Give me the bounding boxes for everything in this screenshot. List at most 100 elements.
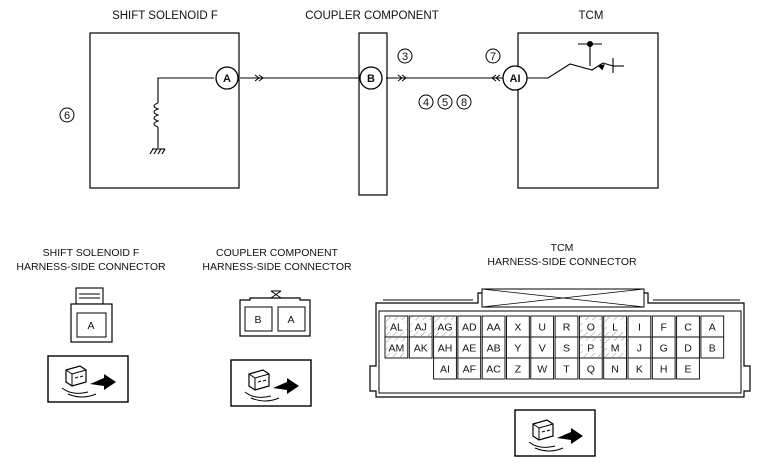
tcm-pin-y: Y (514, 343, 521, 355)
svg-text:B: B (367, 73, 375, 85)
tcm-pin-c: C (684, 322, 692, 334)
tcm-pin-cell (408, 336, 433, 359)
tcm-pin-p: P (587, 343, 594, 355)
tcm-pin-ag: AG (437, 322, 452, 334)
shift-solenoid-title: SHIFT SOLENOID F (112, 10, 218, 22)
terminal-a-top: A (215, 66, 239, 90)
tcm-pin-h: H (660, 364, 668, 376)
coupler-pin-a: A (287, 314, 294, 326)
coupler-component-title: COUPLER COMPONENT (305, 10, 439, 22)
solenoid-connector: A (70, 287, 113, 343)
tcm-pin-ab: AB (487, 343, 501, 355)
tcm-pin-cell (627, 357, 652, 380)
inductor-coil-icon (153, 102, 160, 148)
tcm-pin-cell (530, 357, 555, 380)
coupler-connector-title-1: COUPLER COMPONENT (216, 247, 339, 259)
svg-text:7: 7 (490, 51, 496, 63)
tcm-pin-x: X (514, 322, 521, 334)
coupler-connector-title-2: HARNESS-SIDE CONNECTOR (202, 261, 352, 273)
tcm-pin-q: Q (587, 364, 595, 376)
tcm-pin-cell (700, 336, 725, 359)
transistor-icon (527, 40, 624, 79)
tcm-title: TCM (579, 10, 604, 22)
tcm-pin-z: Z (515, 364, 522, 376)
shift-solenoid-box (89, 32, 240, 189)
tcm-pin-ak: AK (414, 343, 428, 355)
tcm-pin-label-bg (436, 320, 455, 332)
solenoid-connector-title-2: HARNESS-SIDE CONNECTOR (16, 261, 166, 273)
tcm-pin-label-bg (606, 320, 625, 332)
tcm-pin-d: D (684, 343, 692, 355)
terminal-b-top: B (359, 66, 383, 90)
step-6-badge: 6 (59, 107, 75, 123)
svg-text:5: 5 (442, 97, 448, 109)
tcm-pin-j: J (637, 343, 642, 355)
tcm-pin-ae: AE (462, 343, 476, 355)
tcm-pin-aa: AA (487, 322, 501, 334)
tcm-pin-cell (457, 357, 482, 380)
probe-hand-icon (514, 409, 596, 457)
tcm-pin-ac: AC (486, 364, 501, 376)
coupler-pin-b: B (254, 314, 261, 326)
svg-text:8: 8 (461, 97, 467, 109)
tcm-pin-k: K (636, 364, 643, 376)
tcm-pin-ah: AH (438, 343, 453, 355)
solenoid-pin-a: A (87, 320, 94, 332)
wire-solenoid-internal (157, 77, 214, 103)
coupler-connector: B A (239, 290, 311, 337)
tcm-connector-title-2: HARNESS-SIDE CONNECTOR (487, 256, 637, 268)
tcm-connector-title-1: TCM (551, 242, 574, 254)
step-3-badge: 3 (397, 48, 413, 64)
tcm-pin-o: O (587, 322, 595, 334)
probe-hand-icon (47, 355, 129, 403)
tcm-pin-w: W (537, 364, 547, 376)
coupler-block (358, 32, 388, 196)
terminal-ai-top: AI (502, 65, 528, 91)
tcm-pin-aj: AJ (415, 322, 427, 334)
svg-text:6: 6 (64, 110, 70, 122)
svg-text:3: 3 (402, 51, 408, 63)
tcm-pin-g: G (660, 343, 668, 355)
svg-text:AI: AI (510, 73, 521, 85)
tcm-pin-t: T (563, 364, 570, 376)
tcm-pin-b: B (709, 343, 716, 355)
tcm-pin-cell (578, 357, 603, 380)
tcm-pin-i: I (638, 322, 641, 334)
tcm-pin-cell (651, 357, 676, 380)
tcm-pin-u: U (538, 322, 546, 334)
tcm-pin-af: AF (463, 364, 476, 376)
step-7-badge: 7 (485, 48, 501, 64)
tcm-pin-al: AL (390, 322, 403, 334)
tcm-pin-m: M (611, 343, 620, 355)
tcm-pin-cell (433, 357, 457, 380)
tcm-pin-cell (554, 357, 579, 380)
tcm-pin-n: N (611, 364, 619, 376)
step-4-badge: 4 (418, 94, 434, 110)
tcm-pin-l: L (612, 322, 618, 334)
tcm-pin-s: S (563, 343, 570, 355)
tcm-pin-am: AM (389, 343, 405, 355)
tcm-pin-ai: AI (440, 364, 450, 376)
tcm-pin-label-bg (606, 341, 625, 353)
tcm-pin-label-bg (388, 341, 407, 353)
double-arrow-icon (254, 74, 501, 82)
svg-text:A: A (223, 73, 231, 85)
tcm-pin-cell (481, 357, 506, 380)
step-8-badge: 8 (456, 94, 472, 110)
tcm-pin-e: E (684, 364, 691, 376)
tcm-box (517, 32, 659, 189)
tcm-pin-label-bg (582, 341, 601, 353)
tcm-pin-cell (676, 357, 700, 380)
tcm-pin-ad: AD (462, 322, 477, 334)
tcm-pin-label-bg (582, 320, 601, 332)
tcm-pin-cell (603, 357, 627, 380)
solenoid-connector-title-1: SHIFT SOLENOID F (43, 247, 140, 259)
tcm-pin-v: V (539, 343, 546, 355)
step-5-badge: 5 (437, 94, 453, 110)
tcm-pin-f: F (660, 322, 666, 334)
tcm-pin-label-bg (388, 320, 407, 332)
tcm-pin-r: R (563, 322, 571, 334)
